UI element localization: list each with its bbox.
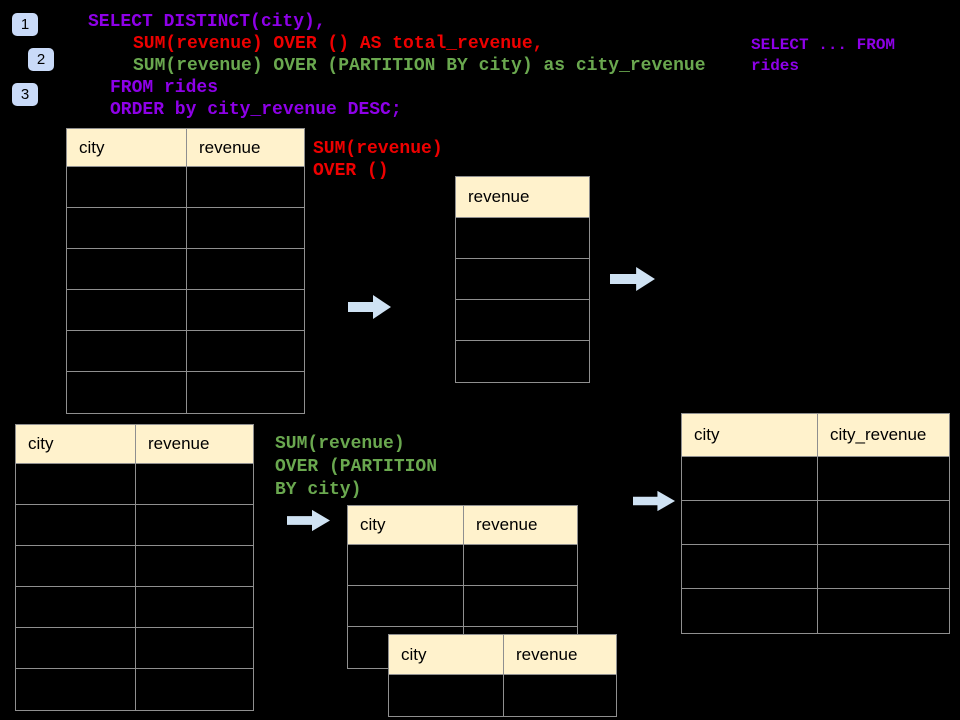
column-header: city [16, 425, 136, 464]
sql-line-order: ORDER by city_revenue DESC; [110, 100, 402, 120]
table-row [16, 628, 253, 669]
step-badge-2: 2 [28, 48, 54, 71]
source-table-top: city revenue [66, 128, 305, 414]
table-row [67, 331, 304, 372]
column-header: revenue [464, 506, 577, 545]
table-row [682, 457, 949, 501]
table-row [67, 372, 304, 413]
column-header: city [389, 635, 504, 675]
step-badge-3: 3 [12, 83, 38, 106]
column-header: revenue [504, 635, 616, 675]
table-row [16, 669, 253, 710]
table-row [456, 218, 589, 259]
table-row [348, 545, 577, 586]
sql-line-from: FROM rides [110, 78, 219, 98]
side-note-line-1: SELECT ... FROM [751, 36, 896, 54]
table-row [456, 341, 589, 382]
column-header: revenue [136, 425, 253, 464]
table-row [348, 586, 577, 627]
partition-table-back: city revenue [347, 505, 578, 669]
arrow-right-icon [633, 490, 676, 512]
result-table: city city_revenue [681, 413, 950, 634]
side-note-line-2: rides [751, 57, 800, 75]
partition-table-front: city revenue [388, 634, 617, 717]
table-row [67, 290, 304, 331]
total-revenue-table: revenue [455, 176, 590, 383]
arrow-right-icon [348, 295, 391, 319]
column-header: revenue [456, 177, 589, 218]
table-row [16, 464, 253, 505]
table-row [16, 546, 253, 587]
table-row [67, 167, 304, 208]
table-row [16, 587, 253, 628]
sql-line-sum-over: SUM(revenue) OVER () AS total_revenue, [133, 34, 544, 54]
table-row [456, 300, 589, 341]
column-header: city [348, 506, 464, 545]
column-header: city [67, 129, 187, 167]
total-annotation-line-2: OVER () [313, 161, 389, 181]
step-badge-1: 1 [12, 13, 38, 36]
table-row [682, 589, 949, 633]
column-header: city [682, 414, 818, 457]
table-row [682, 545, 949, 589]
sql-line-select: SELECT DISTINCT(city), [88, 12, 326, 32]
table-row [456, 259, 589, 300]
column-header: city_revenue [818, 414, 949, 457]
source-table-bottom: city revenue [15, 424, 254, 711]
table-row [67, 208, 304, 249]
table-row [16, 505, 253, 546]
total-annotation-line-1: SUM(revenue) [313, 139, 443, 159]
arrow-right-icon [287, 509, 330, 532]
table-row [682, 501, 949, 545]
arrow-right-icon [610, 267, 655, 291]
partition-annotation-line-1: SUM(revenue) [275, 434, 405, 454]
table-row [389, 675, 616, 716]
partition-annotation-line-3: BY city) [275, 480, 362, 500]
column-header: revenue [187, 129, 304, 167]
sql-line-partition: SUM(revenue) OVER (PARTITION BY city) as… [133, 56, 706, 76]
table-row [67, 249, 304, 290]
partition-annotation-line-2: OVER (PARTITION [275, 457, 438, 477]
